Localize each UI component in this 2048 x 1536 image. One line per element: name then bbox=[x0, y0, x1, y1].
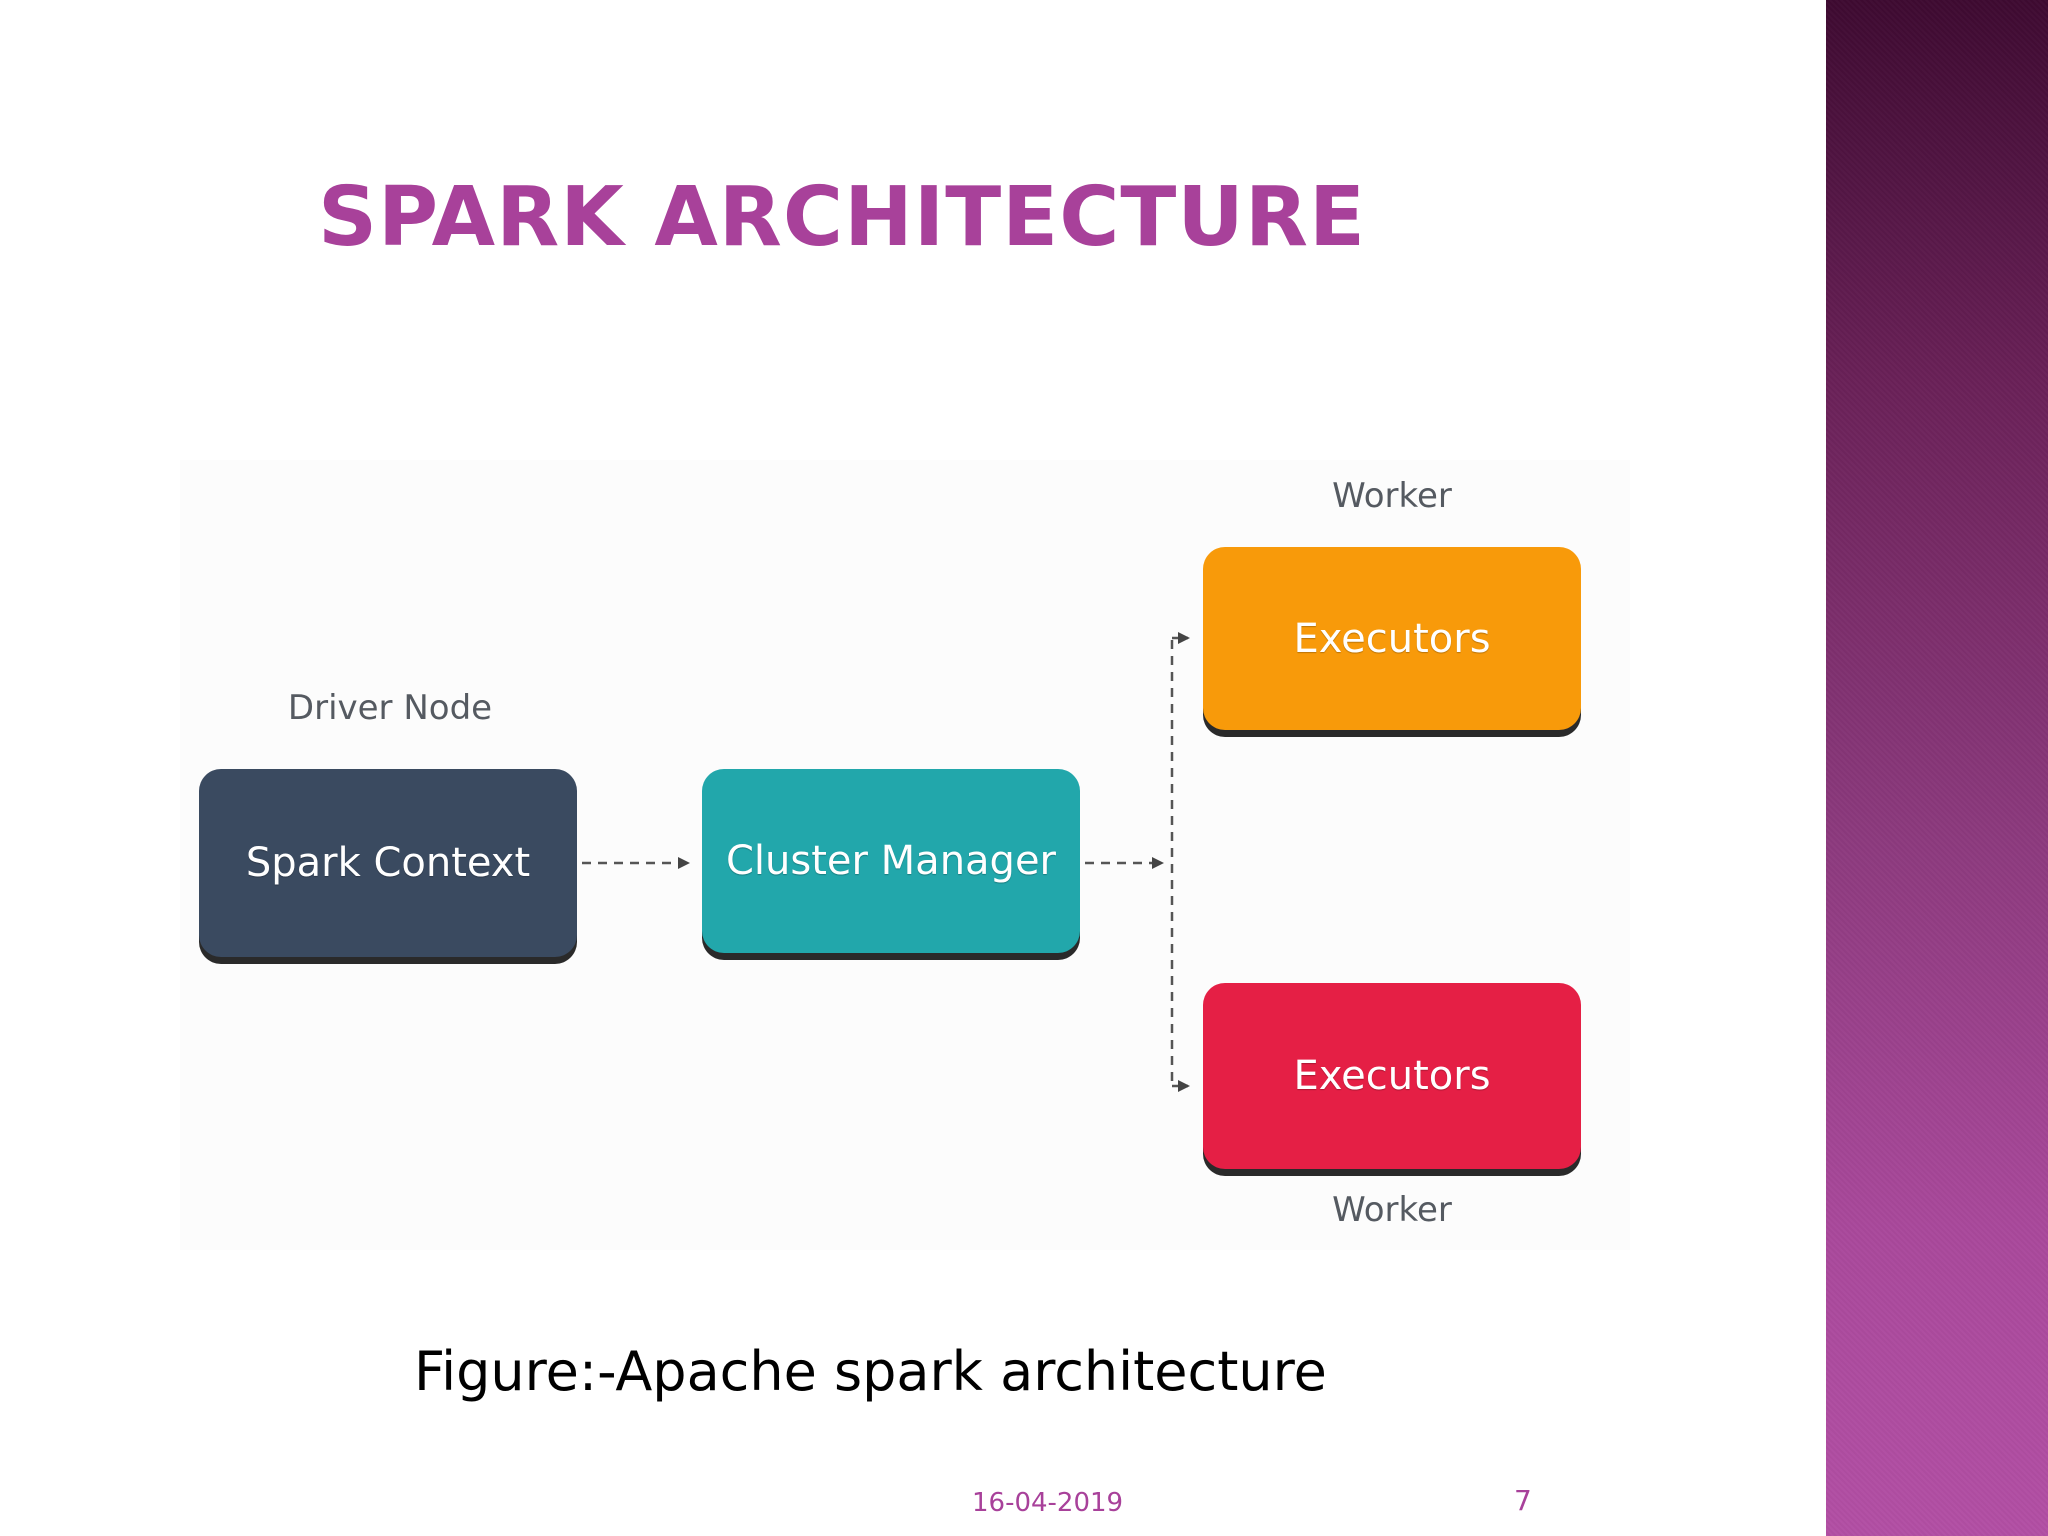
decorative-side-band bbox=[1826, 0, 2048, 1536]
driver-node-label: Driver Node bbox=[287, 688, 493, 728]
spark-context-label: Spark Context bbox=[245, 840, 531, 886]
footer-date: 16-04-2019 bbox=[972, 1488, 1124, 1518]
worker-bottom-label: Worker bbox=[1332, 1190, 1452, 1230]
cluster-manager-label: Cluster Manager bbox=[725, 838, 1057, 884]
slide-title: SPARK ARCHITECTURE bbox=[318, 170, 1367, 265]
page-number: 7 bbox=[1514, 1484, 1532, 1517]
figure-caption: Figure:-Apache spark architecture bbox=[414, 1340, 1327, 1403]
cluster-manager-box: Cluster Manager bbox=[702, 769, 1080, 953]
executors-bottom-label: Executors bbox=[1293, 1053, 1491, 1099]
executors-top-label: Executors bbox=[1293, 615, 1491, 662]
executors-top-box: Executors bbox=[1203, 547, 1581, 730]
worker-top-label: Worker bbox=[1332, 476, 1452, 516]
spark-context-box: Spark Context bbox=[199, 769, 577, 957]
executors-bottom-box: Executors bbox=[1203, 983, 1581, 1169]
